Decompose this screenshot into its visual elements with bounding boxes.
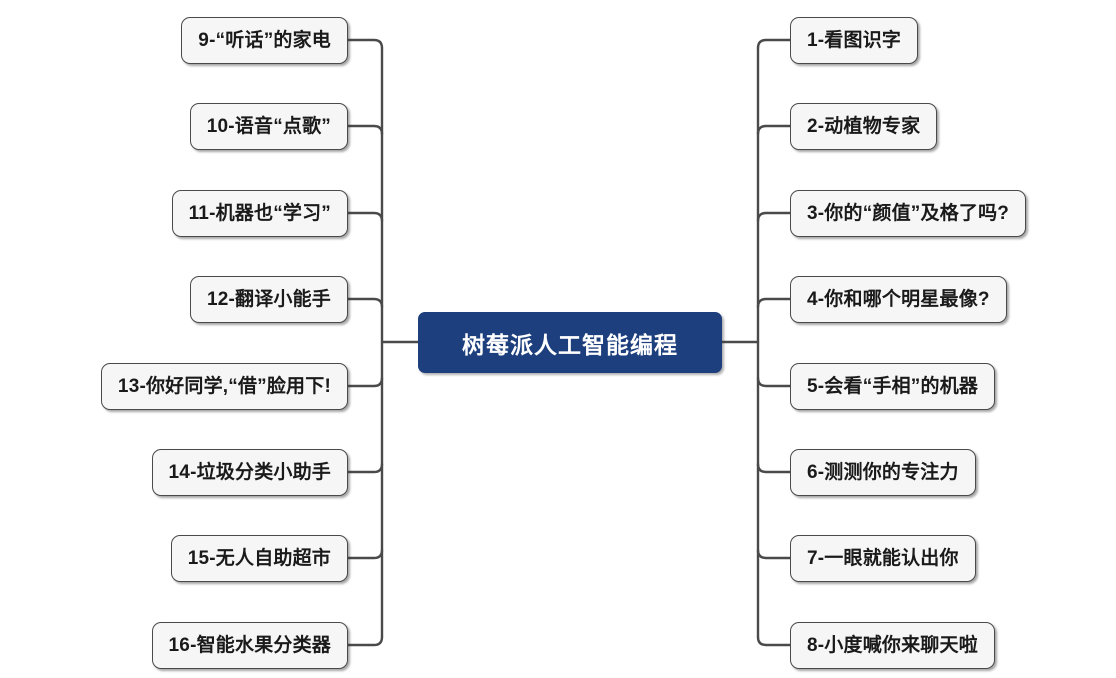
node-label: 7-一眼就能认出你	[807, 548, 959, 569]
center-node-label: 树莓派人工智能编程	[462, 331, 678, 358]
node-label: 2-动植物专家	[807, 116, 921, 137]
node-left-13[interactable]: 13-你好同学,“借”脸用下!	[100, 363, 348, 410]
node-right-5[interactable]: 5-会看“手相”的机器	[790, 363, 996, 410]
connector-left-10	[346, 124, 384, 136]
connector-right-2	[756, 124, 792, 136]
node-label: 5-会看“手相”的机器	[807, 376, 979, 397]
node-right-1[interactable]: 1-看图识字	[790, 17, 919, 64]
node-right-8[interactable]: 8-小度喊你来聊天啦	[790, 622, 995, 669]
node-right-7[interactable]: 7-一眼就能认出你	[790, 535, 976, 582]
node-right-4[interactable]: 4-你和哪个明星最像?	[790, 276, 1007, 323]
node-right-6[interactable]: 6-测测你的专注力	[790, 449, 976, 496]
node-label: 11-机器也“学习”	[188, 203, 331, 224]
node-label: 15-无人自助超市	[187, 548, 331, 569]
connector-left-16	[346, 635, 384, 647]
connector-right-3	[756, 211, 792, 223]
connector-left-15	[346, 548, 384, 560]
node-label: 9-“听话”的家电	[198, 30, 331, 51]
node-label: 10-语音“点歌”	[206, 116, 331, 137]
node-label: 14-垃圾分类小助手	[168, 462, 331, 483]
connector-right-7	[756, 548, 792, 560]
connector-right-4	[756, 297, 792, 309]
node-label: 8-小度喊你来聊天啦	[807, 635, 978, 656]
node-label: 3-你的“颜值”及格了吗?	[807, 203, 1010, 224]
node-right-3[interactable]: 3-你的“颜值”及格了吗?	[790, 190, 1027, 237]
node-label: 1-看图识字	[807, 30, 902, 51]
connector-left-12	[346, 297, 384, 309]
connector-left-13	[346, 376, 384, 388]
node-label: 16-智能水果分类器	[168, 635, 331, 656]
node-left-14[interactable]: 14-垃圾分类小助手	[151, 449, 348, 496]
node-label: 12-翻译小能手	[206, 289, 331, 310]
node-label: 13-你好同学,“借”脸用下!	[117, 376, 331, 397]
node-left-16[interactable]: 16-智能水果分类器	[151, 622, 348, 669]
connector-left-14	[346, 462, 384, 474]
connector-left-11	[346, 211, 384, 223]
connector-right-6	[756, 462, 792, 474]
connector-right-8	[756, 635, 792, 647]
node-right-2[interactable]: 2-动植物专家	[790, 103, 938, 150]
connector-right-5	[756, 376, 792, 388]
node-left-12[interactable]: 12-翻译小能手	[189, 276, 348, 323]
node-label: 6-测测你的专注力	[807, 462, 959, 483]
node-left-9[interactable]: 9-“听话”的家电	[181, 17, 348, 64]
node-left-15[interactable]: 15-无人自助超市	[170, 535, 348, 582]
node-label: 4-你和哪个明星最像?	[807, 289, 990, 310]
connector-left-9	[346, 38, 384, 50]
connector-right-1	[756, 38, 792, 50]
node-left-11[interactable]: 11-机器也“学习”	[171, 190, 348, 237]
node-left-10[interactable]: 10-语音“点歌”	[189, 103, 348, 150]
center-node[interactable]: 树莓派人工智能编程	[418, 312, 722, 373]
